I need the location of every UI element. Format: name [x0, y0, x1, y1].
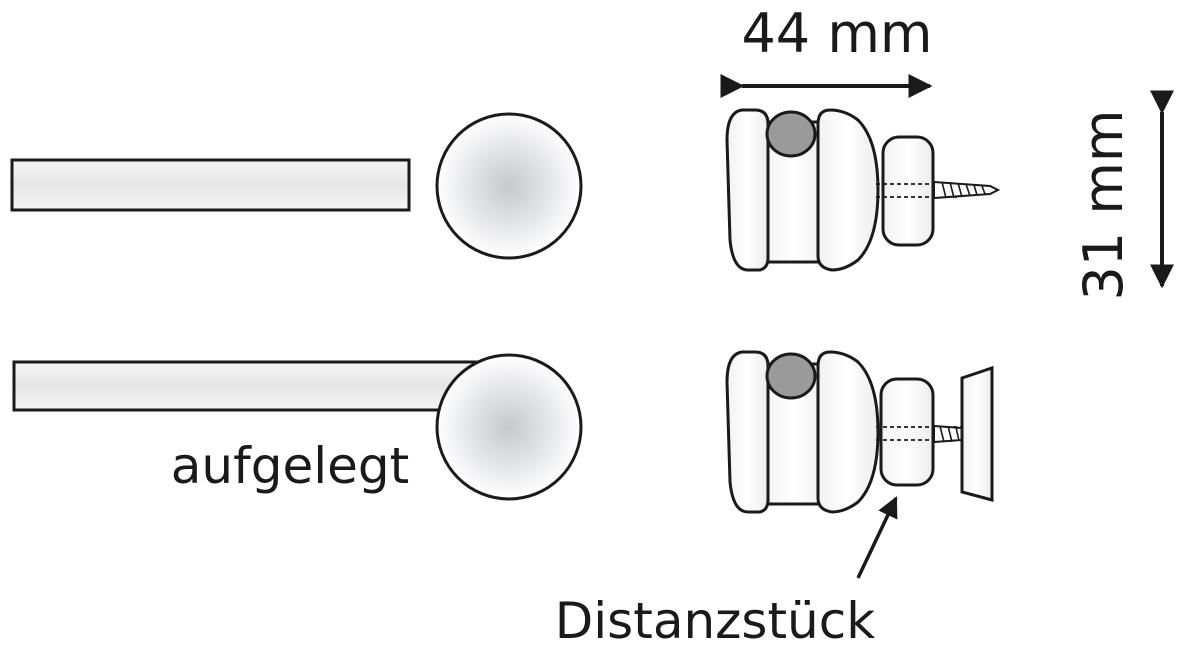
spacer-label: Distanzstück [555, 592, 875, 650]
mounting-label: aufgelegt [171, 437, 409, 495]
top-finial-ball [435, 112, 583, 260]
top-rod [10, 158, 411, 212]
width-dimension-label: 44 mm [741, 2, 932, 65]
height-dimension-label: 31 mm [1072, 109, 1135, 300]
top-rod-assembly [10, 112, 583, 260]
spacer-callout: Distanzstück [555, 496, 898, 650]
top-bracket-left-block [725, 108, 770, 272]
spacer-callout-arrow [856, 496, 898, 579]
bottom-bracket [725, 350, 994, 514]
width-dimension: 44 mm [720, 2, 933, 98]
bottom-finial-ball [435, 353, 583, 501]
top-rod-hole [765, 110, 817, 158]
top-bracket [725, 108, 1001, 272]
height-dimension: 31 mm [1072, 90, 1174, 301]
bottom-rod-assembly: aufgelegt [12, 353, 583, 501]
top-screw [876, 180, 1001, 200]
top-spacer [881, 135, 935, 247]
wall-plate [960, 365, 994, 502]
top-bracket-right-block [816, 108, 880, 272]
bottom-rod [12, 360, 482, 412]
bottom-bracket-right-block [816, 350, 880, 514]
bottom-rod-hole [765, 352, 817, 400]
bottom-bracket-left-block [725, 350, 770, 514]
bottom-spacer [879, 377, 935, 487]
